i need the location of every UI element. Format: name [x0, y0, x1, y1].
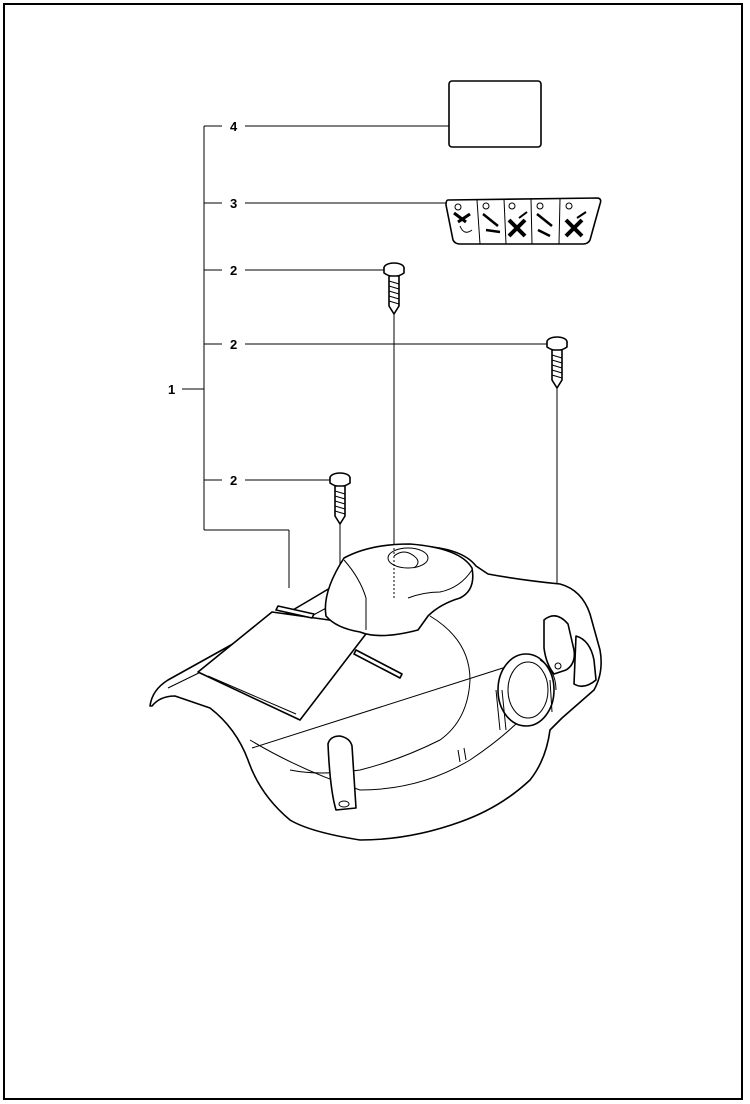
callout-2-left: 2	[230, 473, 237, 488]
cylinder-cover-icon	[149, 543, 602, 841]
control-decal-icon	[445, 197, 602, 245]
blank-label-icon	[448, 80, 542, 148]
leader-lines	[245, 125, 547, 481]
callout-3: 3	[230, 196, 237, 211]
callout-1: 1	[168, 382, 175, 397]
callout-4: 4	[230, 119, 238, 134]
screw-icon	[329, 262, 568, 735]
callout-2-right: 2	[230, 337, 237, 352]
bracket-lines	[182, 125, 290, 588]
callout-2-top: 2	[230, 263, 237, 278]
